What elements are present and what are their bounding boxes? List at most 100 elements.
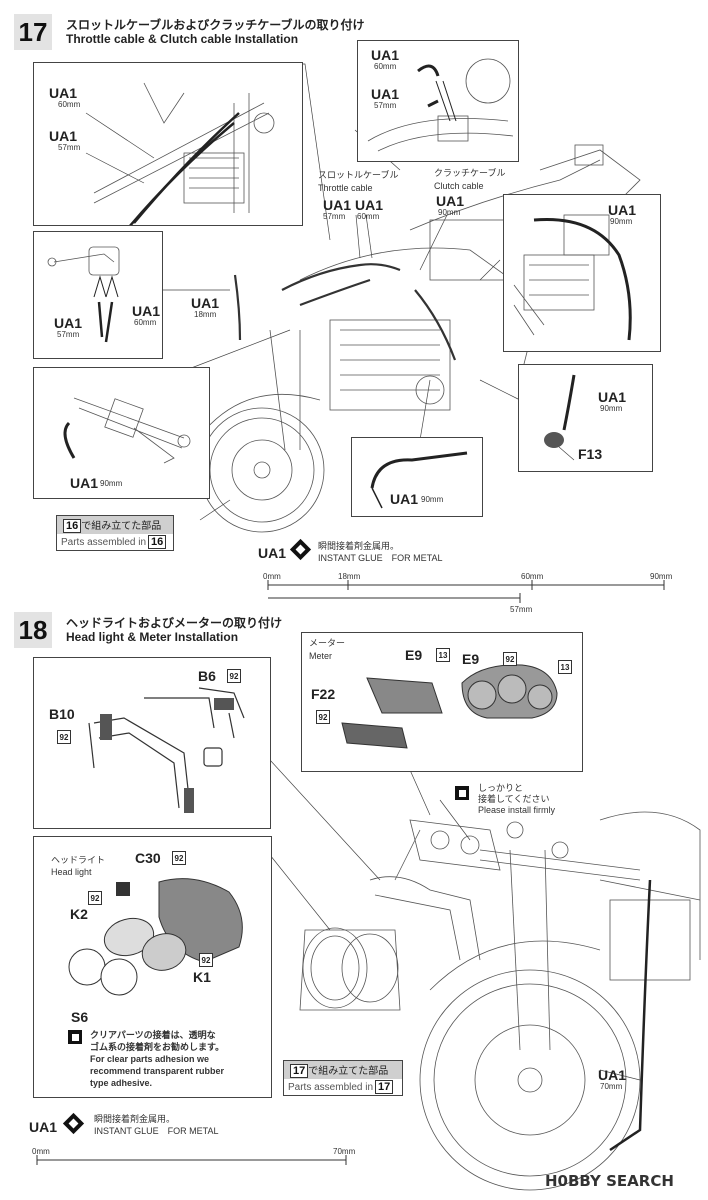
- label-s6: S6: [71, 1009, 89, 1025]
- label-ua1-a1: UA1: [49, 85, 78, 101]
- scale17-18: 18mm: [338, 572, 361, 581]
- step-17-title-en: Throttle cable & Clutch cable Installati…: [66, 32, 299, 46]
- label-len-d1: 90mm: [610, 217, 633, 226]
- label-len-c1: 57mm: [323, 212, 346, 221]
- label-len-i1: 90mm: [600, 404, 623, 413]
- label-len-a2: 57mm: [58, 143, 81, 152]
- clear-en2: recommend transparent rubber: [90, 1066, 225, 1076]
- label-ua1-j1: UA1: [598, 1067, 627, 1083]
- step-18-title-jp: ヘッドライトおよびメーターの取り付け: [66, 616, 283, 630]
- detail-box-lever: [33, 231, 163, 359]
- label-len-j1: 70mm: [600, 1082, 623, 1091]
- glue-jp-17: 瞬間接着剤金属用。: [318, 541, 400, 551]
- callout-throttle-jp: スロットルケーブル: [318, 170, 399, 180]
- label-e9-a: E9: [405, 647, 423, 663]
- step-17-title-jp: スロットルケーブルおよびクラッチケーブルの取り付け: [66, 18, 365, 32]
- label-b6: B6: [198, 668, 216, 684]
- label-len-c3: 90mm: [438, 208, 461, 217]
- label-k1: K1: [193, 969, 211, 985]
- label-ua1-c3: UA1: [436, 193, 465, 209]
- meter-en: Meter: [309, 651, 333, 661]
- badge-92-c30: 92: [172, 851, 186, 865]
- scale18-70: 70mm: [333, 1147, 356, 1156]
- meter-jp: メーター: [309, 638, 346, 648]
- clear-en3: type adhesive.: [90, 1078, 153, 1088]
- scale17-60: 60mm: [521, 572, 544, 581]
- label-ua1-c2: UA1: [355, 197, 384, 213]
- firm-jp2: 接着してください: [478, 794, 550, 804]
- clear-jp1: クリアパーツの接着は、透明な: [90, 1030, 216, 1040]
- badge-92-f22: 92: [316, 710, 330, 724]
- label-b10: B10: [49, 706, 75, 722]
- detail-box-stay: [33, 657, 271, 829]
- badge-92-b10: 92: [57, 730, 71, 744]
- label-f22: F22: [311, 686, 336, 702]
- hobby-search-watermark: H0BBY SEARCH: [545, 1172, 674, 1190]
- assembled-ref-17b: 17: [375, 1080, 394, 1094]
- scale-bar-17: [267, 580, 665, 603]
- badge-92-k1: 92: [199, 953, 213, 967]
- callout-clutch-jp: クラッチケーブル: [434, 168, 506, 178]
- label-ua1-a2: UA1: [49, 128, 78, 144]
- step-17-number: 17: [14, 14, 52, 50]
- glue-en-18: INSTANT GLUE FOR METAL: [94, 1126, 219, 1136]
- callout-throttle-en: Throttle cable: [318, 183, 373, 193]
- detail-box-headlight: [33, 836, 272, 1098]
- label-e9-b: E9: [462, 651, 480, 667]
- badge-92-b6: 92: [227, 669, 241, 683]
- scale17-90: 90mm: [650, 572, 673, 581]
- label-ua1-g1: UA1: [70, 475, 99, 491]
- clear-en1: For clear parts adhesion we: [90, 1054, 210, 1064]
- scale17-57: 57mm: [510, 605, 533, 614]
- label-ua1-d1: UA1: [608, 202, 637, 218]
- assembled-ref-17: 17: [290, 1064, 309, 1078]
- assembled-en-17: Parts assembled in: [288, 1082, 374, 1093]
- adhesive-icon: [455, 786, 469, 800]
- glue-en-17: INSTANT GLUE FOR METAL: [318, 553, 443, 563]
- firm-en: Please install firmly: [478, 805, 556, 815]
- label-len-e1: 57mm: [57, 330, 80, 339]
- label-len-f1: 18mm: [194, 310, 217, 319]
- label-len-a1: 60mm: [58, 100, 81, 109]
- label-ua1-c1: UA1: [323, 197, 352, 213]
- label-len-b1: 60mm: [374, 62, 397, 71]
- firm-jp1: しっかりと: [478, 783, 524, 793]
- scale17-0: 0mm: [263, 572, 281, 581]
- clear-jp2: ゴム系の接着剤をお勧めします。: [90, 1042, 225, 1052]
- assembled-ref-16: 16: [63, 519, 82, 533]
- label-ua1-i1: UA1: [598, 389, 627, 405]
- step-18-title-en: Head light & Meter Installation: [66, 630, 239, 644]
- detail-box-cable-clutch: [357, 40, 519, 162]
- callout-clutch-en: Clutch cable: [434, 181, 484, 191]
- label-len-b2: 57mm: [374, 101, 397, 110]
- label-ua1-b2: UA1: [371, 86, 400, 102]
- label-ua1-h1: UA1: [390, 491, 419, 507]
- label-f13: F13: [578, 446, 603, 462]
- label-len-c2: 60mm: [357, 212, 380, 221]
- label-ua1-f1: UA1: [191, 295, 220, 311]
- detail-box-cable-right: [503, 194, 661, 352]
- glue-part-18: UA1: [29, 1119, 58, 1135]
- assembled-jp-17: で組み立てた部品: [308, 1066, 389, 1077]
- glue-part-17: UA1: [258, 545, 287, 561]
- badge-92-meter: 92: [503, 652, 517, 666]
- detail-box-f13: [518, 364, 653, 472]
- label-ua1-b1: UA1: [371, 47, 400, 63]
- step-18-number: 18: [14, 612, 52, 648]
- label-ua1-e1: UA1: [54, 315, 83, 331]
- clear-adhesive-icon: [68, 1030, 82, 1044]
- glue-jp-18: 瞬間接着剤金属用。: [94, 1114, 176, 1124]
- headlight-jp: ヘッドライト: [51, 855, 106, 865]
- label-k2: K2: [70, 906, 88, 922]
- badge-92-k2: 92: [88, 891, 102, 905]
- assembled-jp-16: で組み立てた部品: [81, 521, 162, 532]
- label-ua1-e2: UA1: [132, 303, 161, 319]
- scale18-0: 0mm: [32, 1147, 50, 1156]
- label-len-h1: 90mm: [421, 495, 444, 504]
- badge-13-b: 13: [558, 660, 572, 674]
- badge-13-a: 13: [436, 648, 450, 662]
